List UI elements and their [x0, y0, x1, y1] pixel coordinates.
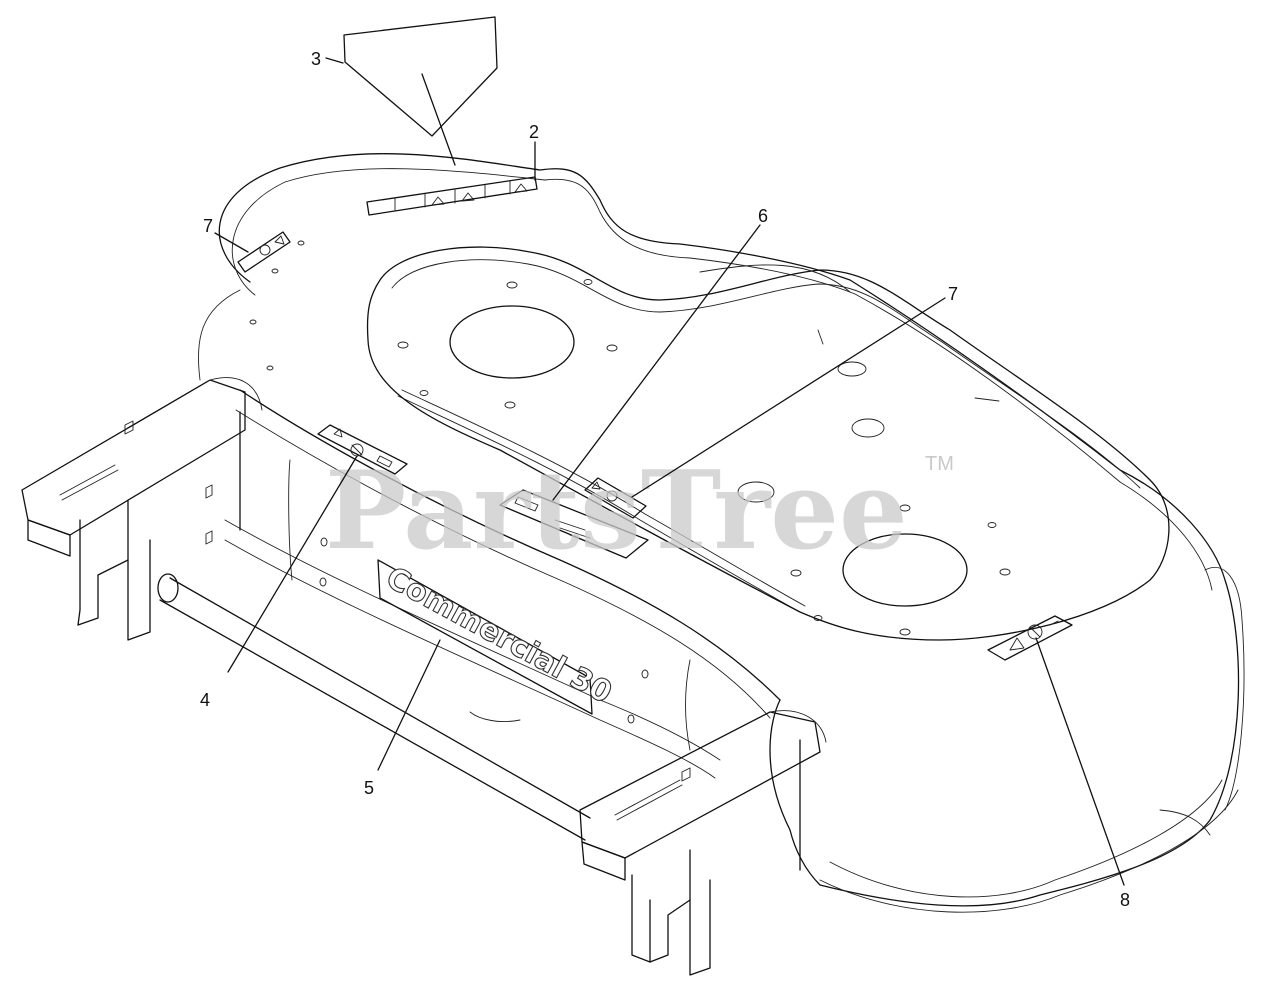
pulley-hole-center — [851, 418, 885, 438]
right-roller-bracket — [579, 710, 827, 976]
decal-7-center — [584, 477, 647, 519]
bolt-holes — [249, 240, 1011, 724]
callout-8: 8 — [1120, 890, 1130, 910]
decal-3 — [343, 16, 498, 137]
deck-top-fold — [397, 395, 801, 613]
callout-6: 6 — [758, 206, 768, 226]
callout-7-right: 7 — [948, 284, 958, 304]
callout-3: 3 — [311, 49, 321, 69]
decal-7-left — [237, 231, 291, 273]
deck-outer-rim — [218, 153, 1240, 907]
leader-lines — [214, 57, 1125, 886]
decal-8 — [987, 615, 1073, 661]
commercial-30-plate: Commercial 30 — [377, 559, 618, 715]
deck-recess — [366, 246, 1170, 641]
spindle-hole-right — [842, 533, 968, 607]
left-roller-bracket — [21, 377, 263, 641]
callout-5: 5 — [364, 778, 374, 798]
watermark-trademark: TM — [925, 453, 954, 475]
decal-4 — [317, 424, 408, 475]
deck-skirt-edge — [197, 289, 241, 381]
deck-rim-inner-line — [231, 168, 1213, 591]
decal-2 — [366, 176, 538, 216]
discharge-chute — [1204, 567, 1245, 811]
watermark-text: PartsTree — [325, 448, 908, 574]
decal-6 — [499, 489, 649, 559]
callout-labels: 3 2 7 6 7 4 5 8 — [200, 49, 1130, 910]
callout-4: 4 — [200, 690, 210, 710]
mower-deck — [197, 153, 1245, 913]
spindle-hole-left — [449, 305, 575, 379]
callout-2: 2 — [529, 122, 539, 142]
callout-7-left: 7 — [203, 216, 213, 236]
front-roller-bar — [157, 573, 591, 841]
deck-front-face — [239, 389, 781, 701]
